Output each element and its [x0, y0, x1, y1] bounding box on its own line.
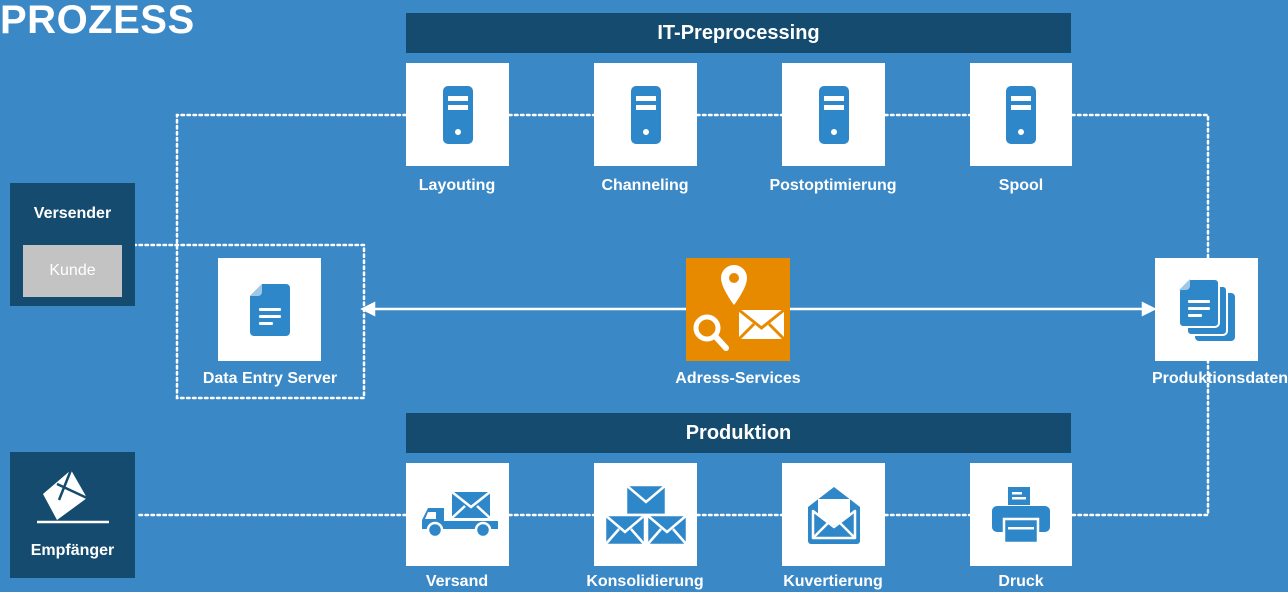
document-icon: [249, 283, 290, 336]
druck-label: Druck: [998, 573, 1044, 590]
versender-title: Versender: [33, 205, 112, 222]
page-title: PROZESS: [0, 0, 195, 42]
postoptimierung-card: [782, 63, 885, 166]
server-icon: [1006, 85, 1036, 144]
versand-card: [406, 463, 509, 566]
address-services-icon: [693, 265, 786, 351]
druck-card: [970, 463, 1072, 566]
dotted-connector-top-right: [1070, 113, 1210, 260]
dotted-connector-top-left: [130, 113, 408, 400]
spool-card: [970, 63, 1072, 166]
server-icon: [442, 85, 473, 144]
server-icon: [630, 85, 661, 144]
delivery-truck-icon: [421, 490, 498, 538]
empfaenger-box: Empfänger: [10, 452, 135, 578]
adress-services-card: [686, 258, 790, 361]
produktionsdaten-label: Produktionsdaten: [1151, 370, 1288, 387]
layouting-label: Layouting: [418, 177, 496, 194]
arrow-head-right: [1141, 301, 1157, 317]
adress-services-label: Adress-Services: [675, 370, 801, 387]
versand-label: Versand: [425, 573, 489, 590]
envelope-icon: [37, 469, 109, 524]
dotted-connector-bottom-right: [1070, 358, 1210, 517]
data-entry-server-card: [218, 258, 321, 361]
documents-icon: [1178, 278, 1235, 341]
konsolidierung-label: Konsolidierung: [586, 573, 704, 590]
channeling-card: [594, 63, 697, 166]
printer-icon: [992, 486, 1050, 543]
arrow-head-left: [360, 301, 376, 317]
konsolidierung-card: [594, 463, 697, 566]
produktion-header: Produktion: [406, 413, 1071, 453]
open-envelope-icon: [807, 486, 860, 544]
it-preprocessing-header: IT-Preprocessing: [406, 13, 1071, 53]
versender-box: Versender Kunde: [10, 183, 135, 306]
server-icon: [818, 85, 849, 144]
envelopes-stack-icon: [603, 483, 688, 546]
kunde-box: Kunde: [23, 245, 122, 297]
empfaenger-title: Empfänger: [30, 542, 115, 559]
channeling-label: Channeling: [601, 177, 689, 194]
postoptimierung-label: Postoptimierung: [769, 177, 897, 194]
kuvertierung-card: [782, 463, 885, 566]
kuvertierung-label: Kuvertierung: [783, 573, 883, 590]
data-entry-server-label: Data Entry Server: [202, 370, 338, 387]
spool-label: Spool: [998, 177, 1044, 194]
produktionsdaten-card: [1155, 258, 1258, 361]
layouting-card: [406, 63, 509, 166]
